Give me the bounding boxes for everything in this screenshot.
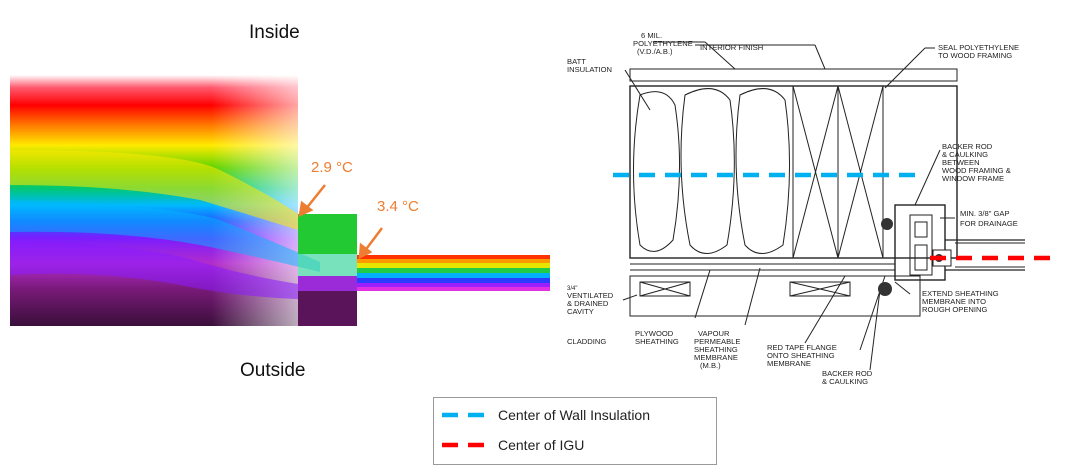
callout-red-tape-1: RED TAPE FLANGE xyxy=(767,343,837,352)
batt-insulation-3 xyxy=(735,88,791,254)
batt-insulation-2 xyxy=(680,88,735,254)
callout-vent-2: & DRAINED xyxy=(567,299,609,308)
callout-vapour-3: SHEATHING xyxy=(694,345,738,354)
wall-section-drawing: 6 MIL. POLYETHYLENE (V.D./A.B.) INTERIOR… xyxy=(567,31,1060,386)
callout-backer2-1: BACKER ROD xyxy=(822,369,873,378)
callout-vent-3: CAVITY xyxy=(567,307,594,316)
callout-seal-2: TO WOOD FRAMING xyxy=(938,51,1012,60)
callout-polyethylene-2: POLYETHYLENE xyxy=(633,39,693,48)
wood-framing-2 xyxy=(837,85,884,259)
callout-vapour-4: MEMBRANE xyxy=(694,353,738,362)
temp-label-right: 3.4 °C xyxy=(377,198,419,215)
cladding-cavity xyxy=(629,275,921,317)
legend-label-igu: Center of IGU xyxy=(498,437,585,453)
interior-finish-layer xyxy=(629,68,958,82)
backer-rod-lower xyxy=(878,282,892,296)
callout-backer-2: & CAULKING xyxy=(942,150,988,159)
callout-batt-2: INSULATION xyxy=(567,65,612,74)
legend-item-wall-insulation: Center of Wall Insulation xyxy=(442,405,650,425)
callout-batt-1: BATT xyxy=(567,57,586,66)
thermal-simulation xyxy=(10,75,550,326)
legend-swatch-red xyxy=(442,442,492,448)
callout-backer-5: WINDOW FRAME xyxy=(942,174,1004,183)
legend-swatch-blue xyxy=(442,412,492,418)
callout-red-tape-3: MEMBRANE xyxy=(767,359,811,368)
callout-polyethylene-3: (V.D./A.B.) xyxy=(637,47,673,56)
callout-extend-2: MEMBRANE INTO xyxy=(922,297,986,306)
callout-interior-finish: INTERIOR FINISH xyxy=(700,43,763,52)
isotherm-bands xyxy=(10,150,340,300)
callout-gap-2: FOR DRAINAGE xyxy=(960,219,1018,228)
callout-red-tape-2: ONTO SHEATHING xyxy=(767,351,835,360)
callout-vapour-1: VAPOUR xyxy=(698,329,730,338)
legend: Center of Wall Insulation Center of IGU xyxy=(433,397,717,465)
callout-dimension: 3/4" xyxy=(567,286,577,292)
window-frame-region xyxy=(298,214,357,254)
temp-label-left: 2.9 °C xyxy=(311,159,353,176)
callout-gap-1: MIN. 3/8" GAP xyxy=(960,209,1010,218)
callout-backer-1: BACKER ROD xyxy=(942,142,993,151)
igu-thermal-strip xyxy=(357,255,550,291)
legend-item-igu: Center of IGU xyxy=(442,435,584,455)
inside-label: Inside xyxy=(249,22,300,43)
legend-label-wall-insulation: Center of Wall Insulation xyxy=(498,407,650,423)
callout-extend-1: EXTEND SHEATHING xyxy=(922,289,999,298)
callout-backer-3: BETWEEN xyxy=(942,158,980,167)
callout-seal-1: SEAL POLYETHYLENE xyxy=(938,43,1019,52)
window-frame xyxy=(894,204,946,281)
callout-backer2-2: & CAULKING xyxy=(822,377,868,386)
callout-plywood-1: PLYWOOD xyxy=(635,329,674,338)
callout-extend-3: ROUGH OPENING xyxy=(922,305,987,314)
callout-vent-1: VENTILATED xyxy=(567,291,614,300)
backer-rod-upper xyxy=(881,218,893,230)
outside-label: Outside xyxy=(240,360,306,381)
callout-polyethylene-1: 6 MIL. xyxy=(641,31,662,40)
batt-insulation-1 xyxy=(633,91,681,252)
callout-vapour-2: PERMEABLE xyxy=(694,337,740,346)
callout-plywood-2: SHEATHING xyxy=(635,337,679,346)
temperature-callout-arrows xyxy=(298,184,383,260)
callout-vapour-5: (M.B.) xyxy=(700,361,721,370)
callout-cladding: CLADDING xyxy=(567,337,606,346)
callout-backer-4: WOOD FRAMING & xyxy=(942,166,1011,175)
